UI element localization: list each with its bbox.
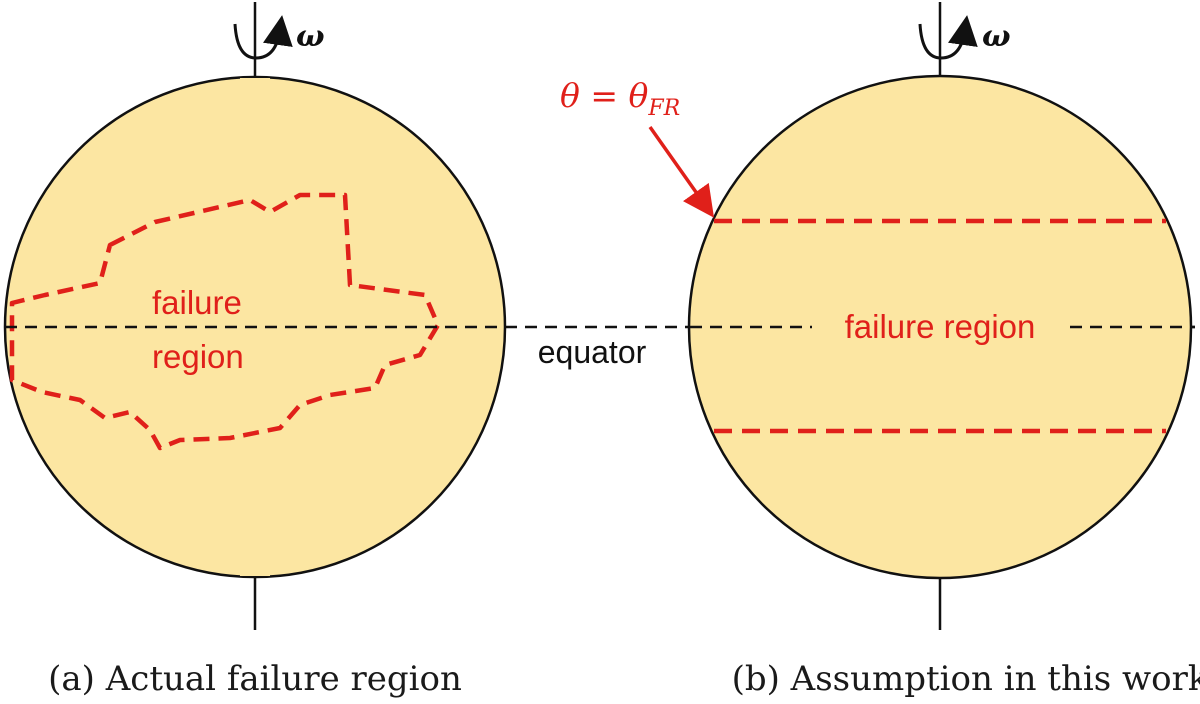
rotation-arrow-b: [918, 15, 978, 60]
theta-main: θ = θ: [560, 76, 648, 115]
label-bg-b: [812, 300, 1068, 350]
failure-region-label-a-line1: failure: [152, 284, 242, 321]
omega-label-a: ω: [296, 19, 325, 54]
panel-a: ω failure region (a) Actual failure regi…: [3, 2, 507, 699]
equator-label: equator: [538, 334, 647, 370]
theta-subscript: FR: [647, 96, 680, 121]
theta-pointer-arrow: [648, 125, 715, 218]
theta-label: θ = θFR: [560, 76, 680, 121]
caption-a: (a) Actual failure region: [48, 659, 462, 699]
failure-region-label-a-line2: region: [152, 338, 244, 375]
caption-b: (b) Assumption in this work: [732, 659, 1200, 699]
panel-b: ω failure region θ = θFR (b) Assumption …: [560, 2, 1200, 699]
failure-region-outline-a: [9, 192, 441, 451]
failure-region-label-b: failure region: [845, 308, 1036, 345]
rotation-arrow-a: [233, 15, 293, 60]
omega-label-b: ω: [982, 19, 1011, 54]
